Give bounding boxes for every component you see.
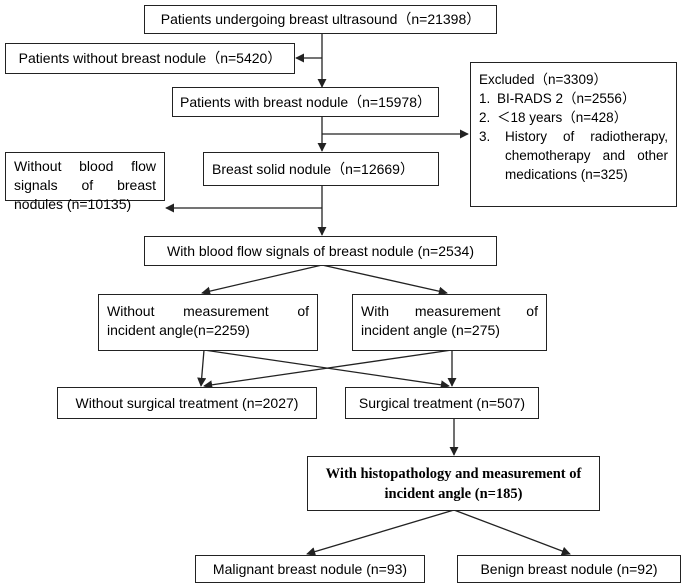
box-excluded: Excluded（n=3309） 1. BI-RADS 2（n=2556） 2.… bbox=[470, 62, 677, 207]
box-with-angle: With measurement of incident angle (n=27… bbox=[352, 294, 547, 351]
box-histopathology: With histopathology and measurement of i… bbox=[307, 456, 600, 511]
excluded-item-number: 2. bbox=[479, 110, 491, 125]
excluded-item: 2. ＜18 years（n=428） bbox=[479, 108, 668, 127]
box-no-nodule: Patients without breast nodule（n=5420） bbox=[5, 43, 295, 74]
excluded-title: Excluded（n=3309） bbox=[479, 72, 607, 87]
box-no-angle: Without measurement of incident angle(n=… bbox=[98, 294, 318, 351]
no-blood-flow-text: Without blood flow signals of breast nod… bbox=[14, 158, 156, 212]
box-benign: Benign breast nodule (n=92) bbox=[457, 555, 681, 583]
box-no-surgery: Without surgical treatment (n=2027) bbox=[57, 387, 317, 419]
arrow-no-angle-to-no-surgery bbox=[197, 349, 207, 387]
with-blood-flow-text: With blood flow signals of breast nodule… bbox=[166, 242, 474, 259]
excluded-item-text: BI-RADS 2（n=2556） bbox=[497, 91, 636, 106]
total-patients-text: Patients undergoing breast ultrasound（n=… bbox=[160, 11, 481, 27]
arrow-to-benign bbox=[453, 509, 571, 556]
surgery-text: Surgical treatment (n=507) bbox=[358, 394, 526, 411]
excluded-item: 1. BI-RADS 2（n=2556） bbox=[479, 89, 668, 108]
box-no-blood-flow: Without blood flow signals of breast nod… bbox=[5, 152, 165, 212]
benign-text: Benign breast nodule (n=92) bbox=[480, 560, 658, 577]
box-with-blood-flow: With blood flow signals of breast nodule… bbox=[144, 236, 497, 266]
solid-nodule-text: Breast solid nodule（n=12669） bbox=[212, 160, 414, 177]
arrow-to-with-angle bbox=[321, 264, 448, 296]
excluded-item: 3. History of radiotherapy, chemotherapy… bbox=[479, 127, 668, 184]
malignant-text: Malignant breast nodule (n=93) bbox=[212, 560, 408, 577]
excluded-item-number: 1. bbox=[479, 91, 491, 106]
histopathology-text: With histopathology and measurement of i… bbox=[325, 465, 582, 502]
excluded-item-text: History of radiotherapy, chemotherapy an… bbox=[505, 129, 668, 182]
no-angle-text: Without measurement of incident angle(n=… bbox=[107, 303, 309, 338]
no-nodule-text: Patients without breast nodule（n=5420） bbox=[18, 50, 282, 66]
excluded-item-number: 3. bbox=[479, 129, 491, 144]
excluded-item-text: ＜18 years（n=428） bbox=[497, 110, 628, 125]
box-malignant: Malignant breast nodule (n=93) bbox=[195, 555, 425, 583]
box-with-nodule: Patients with breast nodule（n=15978） bbox=[172, 87, 439, 117]
arrow-to-no-angle bbox=[201, 264, 323, 296]
with-nodule-text: Patients with breast nodule（n=15978） bbox=[180, 93, 431, 110]
excluded-list: 1. BI-RADS 2（n=2556） 2. ＜18 years（n=428）… bbox=[479, 89, 668, 184]
box-surgery: Surgical treatment (n=507) bbox=[345, 387, 539, 419]
box-solid-nodule: Breast solid nodule（n=12669） bbox=[203, 152, 439, 186]
with-angle-text: With measurement of incident angle (n=27… bbox=[361, 303, 538, 338]
arrow-to-malignant bbox=[306, 509, 455, 557]
arrow-with-angle-to-no-surgery bbox=[203, 349, 453, 390]
no-surgery-text: Without surgical treatment (n=2027) bbox=[75, 394, 299, 411]
box-total-patients: Patients undergoing breast ultrasound（n=… bbox=[144, 5, 497, 34]
